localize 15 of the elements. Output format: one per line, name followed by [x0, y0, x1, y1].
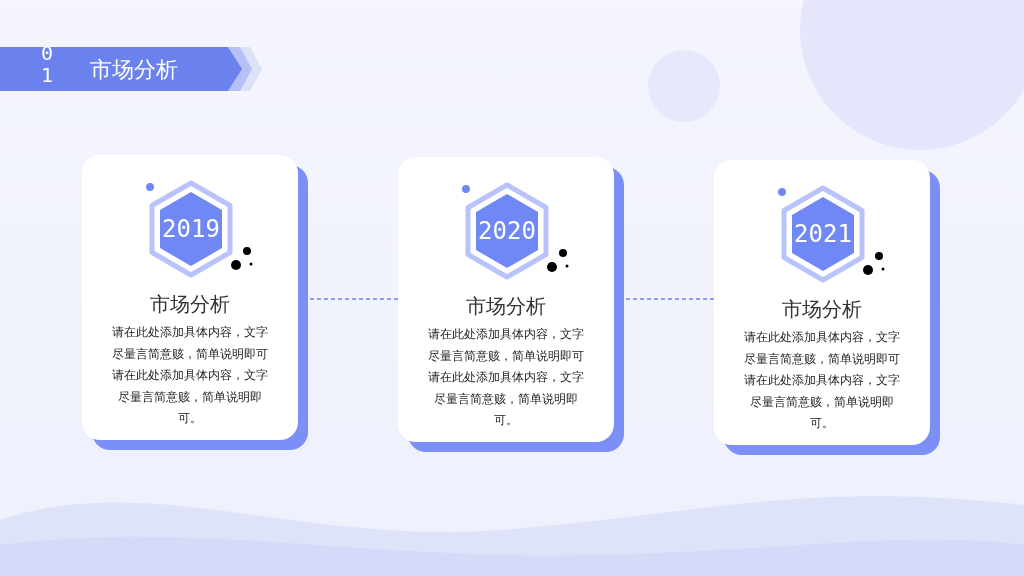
- dashed-connector: [625, 298, 715, 300]
- card-body-text: 请在此处添加具体内容，文字尽量言简意赅，简单说明即可请在此处添加具体内容，文字尽量言简意赅，简单说明即可。: [427, 326, 585, 429]
- year-text: 2021: [794, 219, 852, 250]
- page-title: 市场分析: [90, 56, 178, 84]
- card-heading: 市场分析: [782, 297, 862, 322]
- year-text: 2019: [162, 214, 220, 245]
- card-heading: 市场分析: [466, 294, 546, 319]
- hexagon-badge: [464, 182, 550, 280]
- hexagon-badge: [148, 180, 234, 278]
- year-text: 2020: [478, 216, 536, 247]
- section-number: 01: [41, 42, 55, 89]
- hexagon-badge: [780, 185, 866, 283]
- card-body-text: 请在此处添加具体内容，文字尽量言简意赅，简单说明即可请在此处添加具体内容，文字尽量言简意赅，简单说明即可。: [111, 324, 269, 427]
- card-body-text: 请在此处添加具体内容，文字尽量言简意赅，简单说明即可请在此处添加具体内容，文字尽量言简意赅，简单说明即可。: [743, 329, 901, 432]
- card-heading: 市场分析: [150, 292, 230, 317]
